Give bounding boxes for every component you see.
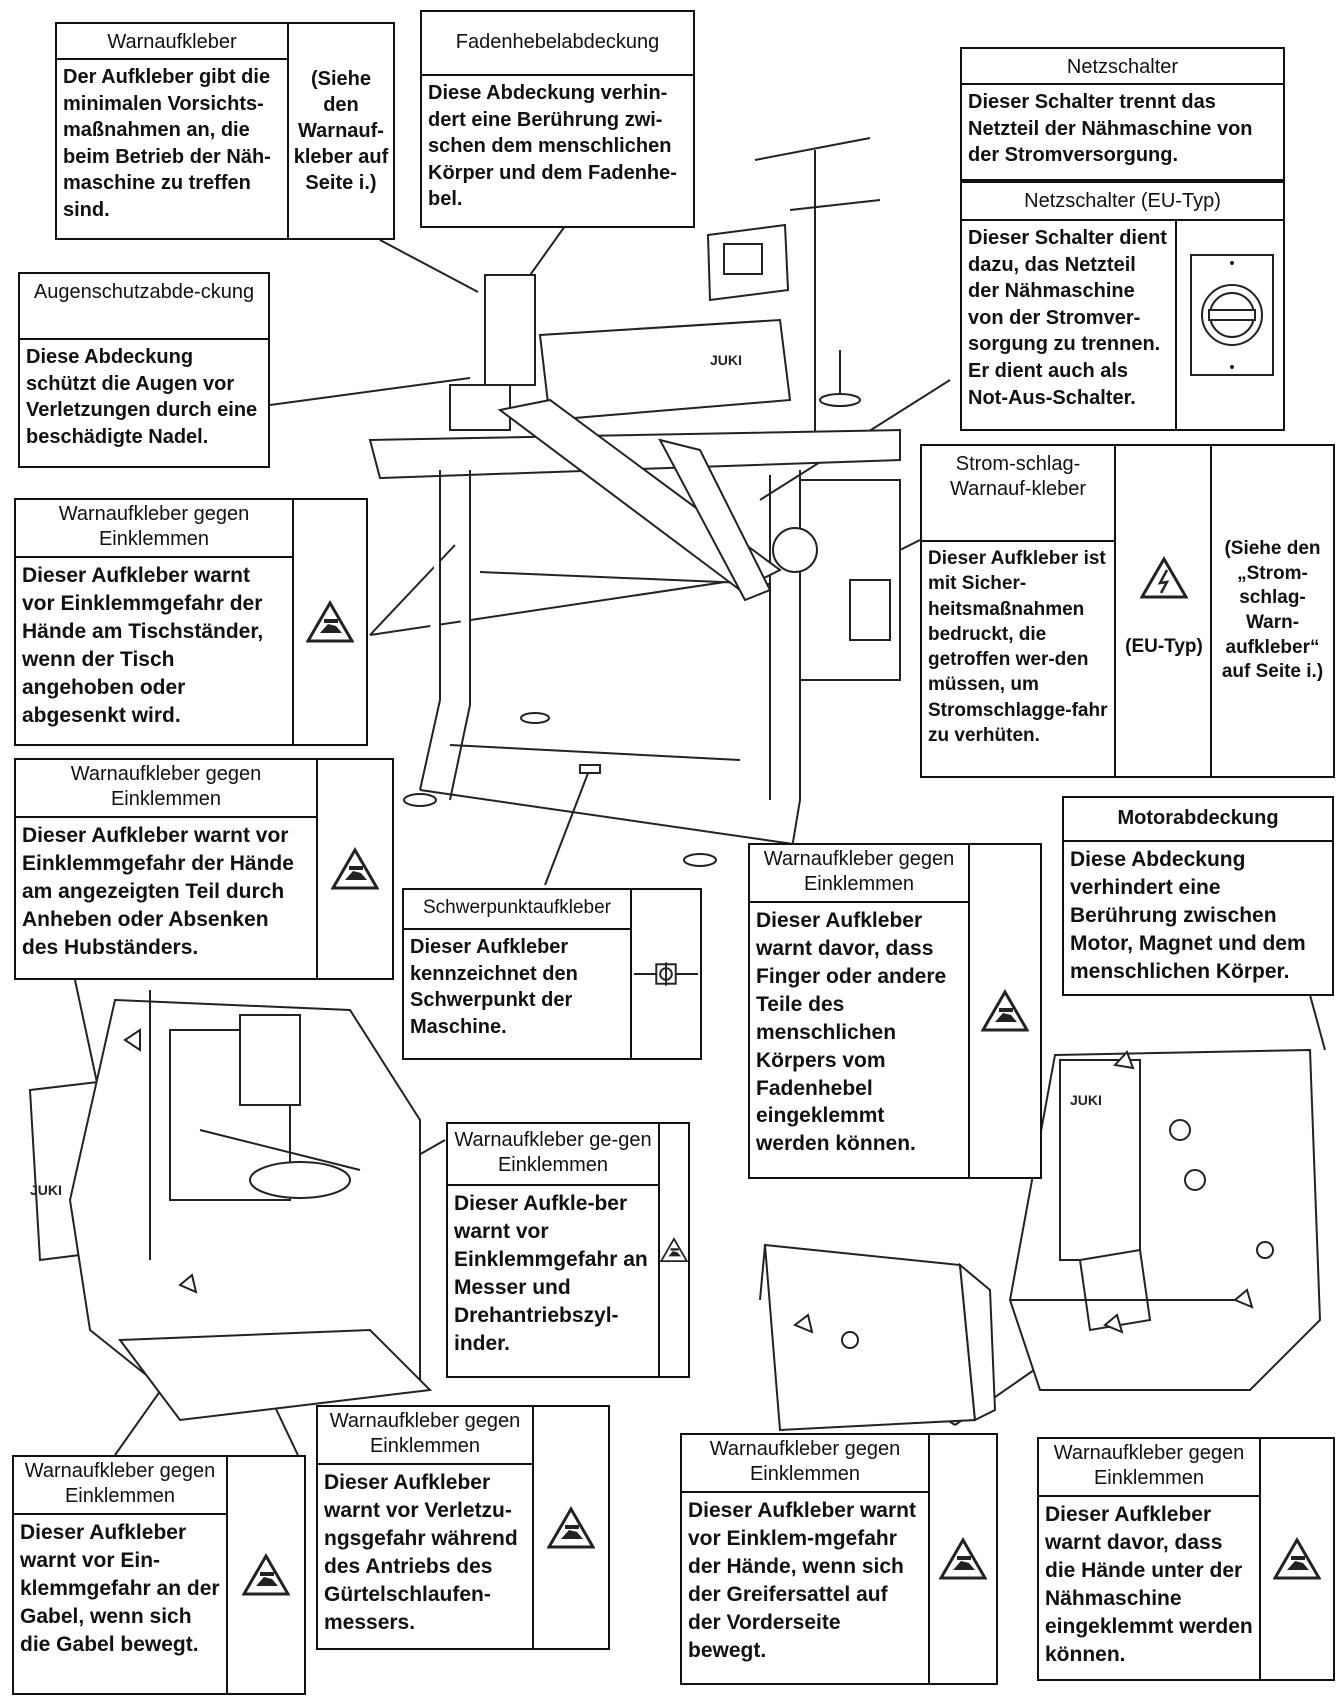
- klemm-guertel-label-box: Warnaufkleber gegen Einklemmen Dieser Au…: [316, 1405, 610, 1650]
- stromschlag-eu: (EU-Typ): [1125, 636, 1203, 657]
- stromschlag-eu-column: (EU-Typ): [1114, 446, 1212, 776]
- warnaufkleber-side: (Siehe den Warnauf-kleber auf Seite i.): [287, 24, 393, 238]
- knife-detail-illustration: JUKI: [28, 990, 433, 1422]
- netzschalter-title: Netzschalter: [962, 49, 1283, 85]
- klemm-greifer-title: Warnaufkleber gegen Einklemmen: [682, 1435, 928, 1493]
- electric-shock-icon: [1140, 556, 1188, 599]
- netzschalter-eu-body: Dieser Schalter dient dazu, das Netzteil…: [968, 227, 1167, 409]
- klemm-gabel-title: Warnaufkleber gegen Einklemmen: [14, 1457, 226, 1515]
- leader-augenschutz: [269, 377, 471, 406]
- pinch-warning-icon: [1259, 1439, 1333, 1679]
- pinch-warning-icon: [928, 1435, 996, 1683]
- fadenhebel-title: Fadenhebelabdeckung: [422, 12, 693, 76]
- netzschalter-eu-label-box: Netzschalter (EU-Typ) Dieser Schalter di…: [960, 181, 1285, 431]
- klemm-messer-label-box: Warnaufkleber ge-gen Einklemmen Dieser A…: [446, 1122, 690, 1378]
- looper-detail-illustration: [759, 1243, 997, 1432]
- main-machine-illustration: JUKI: [368, 137, 901, 875]
- motor-label-box: Motorabdeckung Diese Abdeckung verhinder…: [1062, 796, 1334, 996]
- motor-title: Motorabdeckung: [1064, 798, 1332, 842]
- head-detail-illustration: JUKI: [1008, 1048, 1322, 1391]
- klemm-unter-title: Warnaufkleber gegen Einklemmen: [1039, 1439, 1259, 1497]
- fadenhebel-body: Diese Abdeckung verhin-dert eine Berühru…: [428, 82, 677, 211]
- schwerpunkt-title: Schwerpunktaufkleber: [404, 890, 630, 930]
- klemm-unter-label-box: Warnaufkleber gegen Einklemmen Dieser Au…: [1037, 1437, 1335, 1681]
- klemm-fadenhebel-label-box: Warnaufkleber gegen Einklemmen Dieser Au…: [748, 843, 1042, 1179]
- augenschutz-label-box: Augenschutzabde-ckung Diese Abdeckung sc…: [18, 272, 270, 468]
- leader-schwerpunkt: [544, 767, 591, 886]
- klemm-greifer-body: Dieser Aufkleber warnt vor Einklem-mgefa…: [688, 1499, 916, 1662]
- pinch-warning-icon: [658, 1124, 688, 1376]
- klemm-tisch-label-box: Warnaufkleber gegen Einklemmen Dieser Au…: [14, 498, 368, 746]
- klemm-greifer-label-box: Warnaufkleber gegen Einklemmen Dieser Au…: [680, 1433, 998, 1685]
- leader-warnaufkleber: [379, 239, 479, 293]
- klemm-guertel-title: Warnaufkleber gegen Einklemmen: [318, 1407, 532, 1465]
- klemm-fadenhebel-title: Warnaufkleber gegen Einklemmen: [750, 845, 968, 903]
- fadenhebel-label-box: Fadenhebelabdeckung Diese Abdeckung verh…: [420, 10, 695, 228]
- stromschlag-side: (Siehe den „Strom-schlag-Warn-aufkleber“…: [1210, 446, 1333, 776]
- klemm-tisch-body: Dieser Aufkleber warnt vor Einklemmgefah…: [22, 564, 264, 727]
- klemm-hub-body: Dieser Aufkleber warnt vor Einklemmgefah…: [22, 824, 294, 959]
- motor-body: Diese Abdeckung verhindert eine Berührun…: [1070, 848, 1306, 983]
- svg-text:JUKI: JUKI: [30, 1182, 62, 1198]
- juki-logo-main: JUKI: [710, 352, 742, 368]
- stromschlag-title: Strom-schlag-Warnauf-kleber: [922, 446, 1114, 542]
- pinch-warning-icon: [316, 760, 392, 978]
- netzschalter-label-box: Netzschalter Dieser Schalter trennt das …: [960, 47, 1285, 181]
- pinch-warning-icon: [532, 1407, 608, 1648]
- schwerpunkt-body: Dieser Aufkleber kennzeichnet den Schwer…: [410, 936, 578, 1038]
- warnaufkleber-label-box: Warnaufkleber Der Aufkleber gibt die min…: [55, 22, 395, 240]
- warnaufkleber-body: Der Aufkleber gibt die minimalen Vorsich…: [63, 66, 271, 221]
- pinch-warning-icon: [226, 1457, 304, 1693]
- klemm-guertel-body: Dieser Aufkleber warnt vor Verletzu-ngsg…: [324, 1471, 518, 1634]
- pinch-warning-icon: [968, 845, 1040, 1177]
- klemm-tisch-title: Warnaufkleber gegen Einklemmen: [16, 500, 292, 558]
- klemm-gabel-label-box: Warnaufkleber gegen Einklemmen Dieser Au…: [12, 1455, 306, 1695]
- klemm-fadenhebel-body: Dieser Aufkleber warnt davor, dass Finge…: [756, 909, 947, 1156]
- stromschlag-body: Dieser Aufkleber ist mit Sicher-heitsmaß…: [928, 548, 1108, 746]
- klemm-hub-title: Warnaufkleber gegen Einklemmen: [16, 760, 316, 818]
- augenschutz-body: Diese Abdeckung schützt die Augen vor Ve…: [26, 346, 258, 448]
- klemm-messer-title: Warnaufkleber ge-gen Einklemmen: [448, 1124, 658, 1186]
- netzschalter-eu-title: Netzschalter (EU-Typ): [962, 183, 1283, 221]
- leader-motor: [1309, 994, 1326, 1051]
- klemm-unter-body: Dieser Aufkleber warnt davor, dass die H…: [1045, 1503, 1253, 1666]
- klemm-hub-label-box: Warnaufkleber gegen Einklemmen Dieser Au…: [14, 758, 394, 980]
- stromschlag-label-box: Strom-schlag-Warnauf-kleber Dieser Aufkl…: [920, 444, 1335, 778]
- pinch-warning-icon: [292, 500, 366, 744]
- netzschalter-body: Dieser Schalter trennt das Netzteil der …: [968, 91, 1253, 167]
- klemm-messer-body: Dieser Aufkle-ber warnt vor Einklemmgefa…: [454, 1192, 648, 1355]
- augenschutz-title: Augenschutzabde-ckung: [20, 274, 268, 340]
- warnaufkleber-title: Warnaufkleber: [57, 24, 287, 60]
- leader-tisch-1: [369, 544, 456, 636]
- klemm-gabel-body: Dieser Aufkleber warnt vor Ein-klemmgefa…: [20, 1521, 220, 1656]
- leader-tisch-2: [369, 581, 726, 636]
- svg-text:JUKI: JUKI: [1070, 1092, 1102, 1108]
- power-switch-icon: [1175, 221, 1283, 429]
- leader-fadenhebel: [527, 225, 566, 279]
- center-of-gravity-icon: [630, 890, 700, 1058]
- schwerpunkt-label-box: Schwerpunktaufkleber Dieser Aufkleber ke…: [402, 888, 702, 1060]
